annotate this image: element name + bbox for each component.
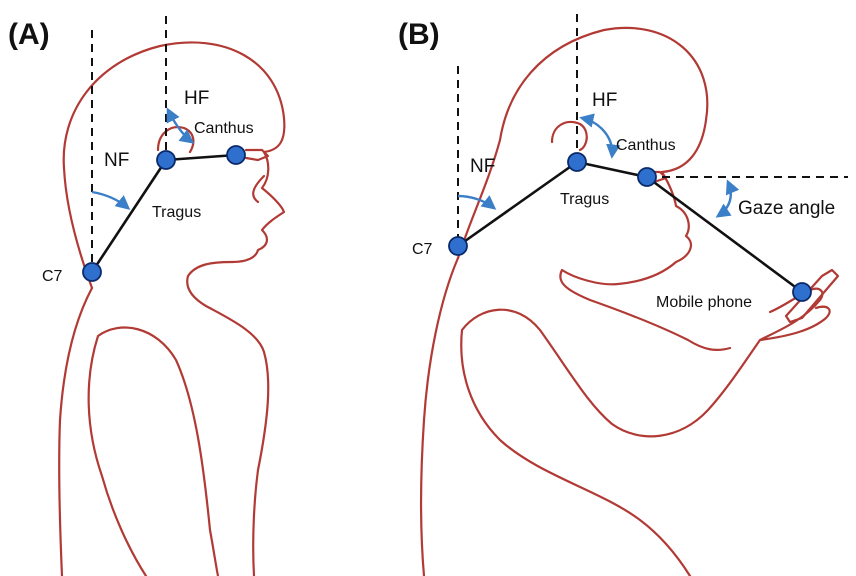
arm-outline-a bbox=[89, 328, 218, 576]
canthus-label-a: Canthus bbox=[194, 120, 254, 137]
hf-label-a: HF bbox=[184, 88, 209, 109]
mobile-phone-point-b bbox=[793, 283, 811, 301]
gaze-segment-b bbox=[647, 177, 802, 292]
canthus-label-b: Canthus bbox=[616, 137, 676, 154]
nf-label-a: NF bbox=[104, 150, 129, 171]
head-segment-a bbox=[166, 155, 236, 160]
c7-point-b bbox=[449, 237, 467, 255]
back-outline-a bbox=[59, 288, 92, 576]
panel-a: (A) HF NF Canthus Tragus C7 bbox=[8, 16, 284, 576]
hf-label-b: HF bbox=[592, 90, 617, 111]
tragus-label-a: Tragus bbox=[152, 204, 201, 221]
c7-point-a bbox=[83, 263, 101, 281]
c7-label-b: C7 bbox=[412, 241, 433, 258]
arm-outline-b bbox=[461, 289, 829, 576]
hf-angle-arc-a bbox=[168, 110, 192, 142]
nf-angle-arc-a bbox=[92, 192, 128, 208]
gaze-angle-arc-b bbox=[718, 182, 731, 216]
canthus-point-a bbox=[227, 146, 245, 164]
canthus-point-b bbox=[638, 168, 656, 186]
tragus-label-b: Tragus bbox=[560, 191, 609, 208]
tragus-point-a bbox=[157, 151, 175, 169]
panel-b-label: (B) bbox=[398, 18, 440, 51]
head-segment-b bbox=[577, 162, 647, 177]
tragus-point-b bbox=[568, 153, 586, 171]
gaze-angle-label-b: Gaze angle bbox=[738, 198, 835, 219]
mobile-phone-label-b: Mobile phone bbox=[656, 294, 752, 311]
panel-b: (B) HF NF Canthus Tragus C7 Gaze angle M… bbox=[398, 14, 848, 576]
nf-label-b: NF bbox=[470, 156, 495, 177]
c7-label-a: C7 bbox=[42, 268, 63, 285]
panel-a-label: (A) bbox=[8, 18, 50, 51]
back-outline-b bbox=[421, 258, 458, 576]
ear-b bbox=[552, 122, 587, 150]
